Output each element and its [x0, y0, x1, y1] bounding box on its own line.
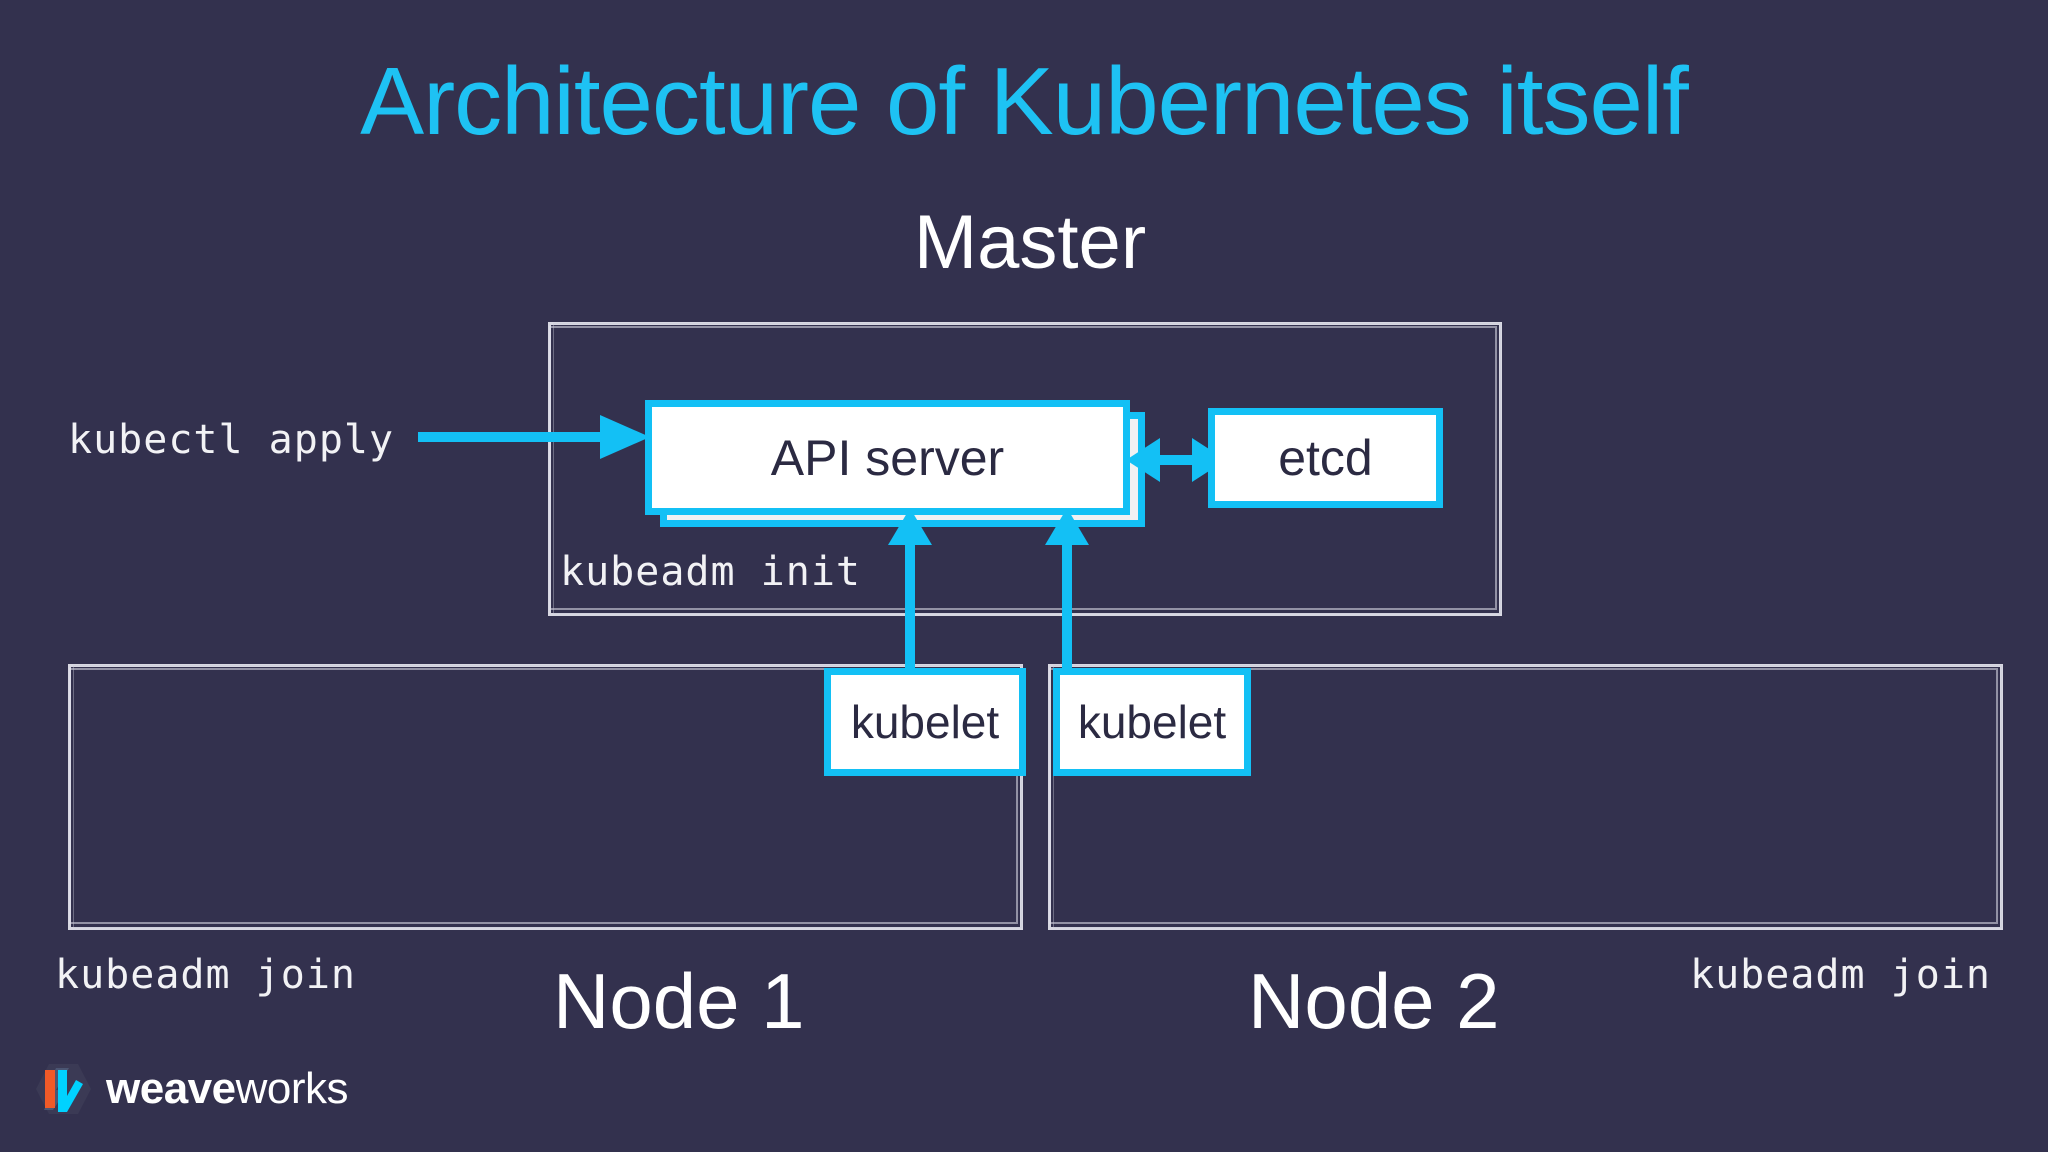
- node-1-label: Node 1: [553, 957, 805, 1045]
- logo-text-bold: weave: [106, 1064, 236, 1113]
- api-server-label: API server: [770, 429, 1005, 486]
- node-2-label: Node 2: [1248, 957, 1500, 1045]
- kubelet-node-1-box[interactable]: kubelet: [824, 668, 1026, 776]
- kubectl-apply-command: kubectl apply: [68, 417, 395, 463]
- api-server-box[interactable]: API server: [645, 400, 1130, 515]
- etcd-label: etcd: [1278, 430, 1373, 486]
- page-title: Architecture of Kubernetes itself: [360, 48, 1689, 155]
- kubelet-node-2-box[interactable]: kubelet: [1053, 668, 1251, 776]
- weaveworks-mark-icon: [36, 1064, 91, 1114]
- weaveworks-wordmark: weaveworks: [106, 1064, 349, 1113]
- master-container: [548, 322, 1502, 616]
- kubeadm-init-command: kubeadm init: [560, 549, 861, 595]
- weaveworks-logo: weaveworks: [36, 1058, 349, 1120]
- logo-text-light: works: [235, 1064, 349, 1113]
- master-label: Master: [913, 200, 1147, 285]
- node-2-container: [1048, 664, 2003, 930]
- kubeadm-join-node-1-command: kubeadm join: [55, 952, 356, 998]
- kubelet-node-2-label: kubelet: [1077, 696, 1227, 748]
- node-1-container: [68, 664, 1023, 930]
- etcd-box[interactable]: etcd: [1208, 408, 1443, 508]
- kubelet-node-1-label: kubelet: [850, 696, 1000, 748]
- kubeadm-join-node-2-command: kubeadm join: [1690, 952, 1991, 998]
